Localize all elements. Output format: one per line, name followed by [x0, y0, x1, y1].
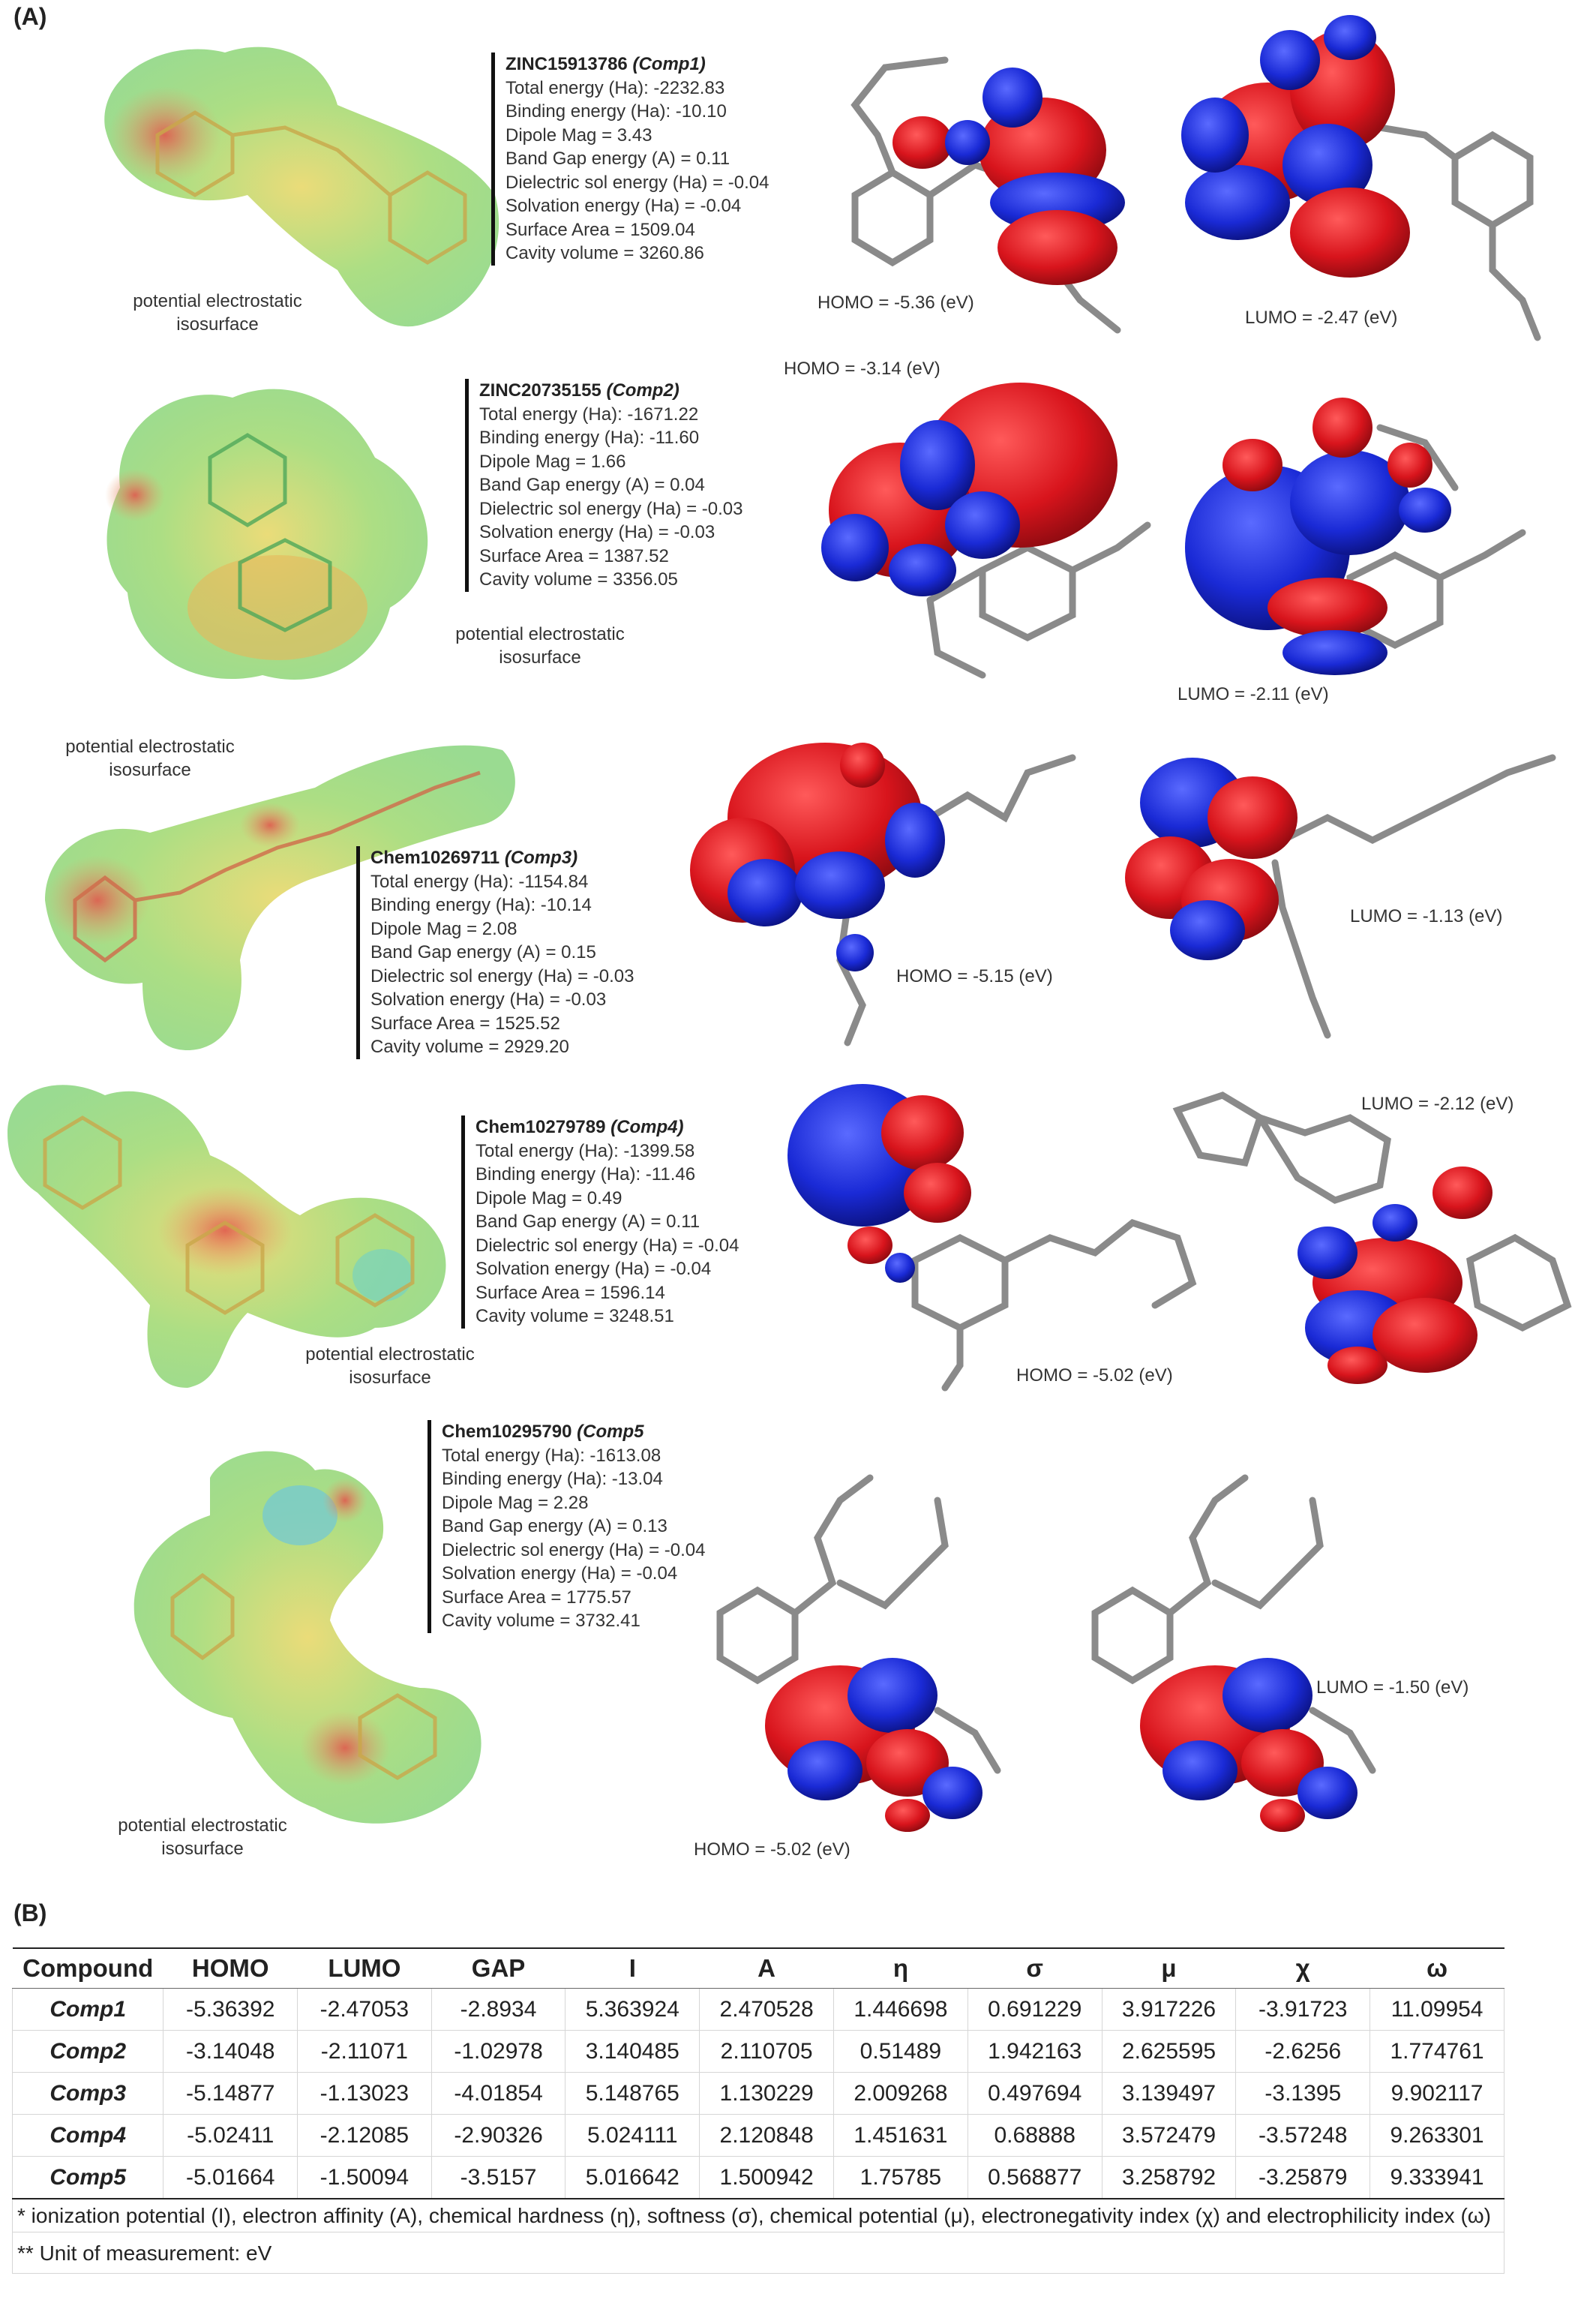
properties-comp3: Chem10269711 (Comp3) Total energy (Ha): …	[356, 846, 634, 1059]
homo-orbital-comp4	[788, 1084, 1197, 1392]
col-electrophilicity: ω	[1370, 1947, 1504, 1989]
compound-id-comp1: ZINC15913786 (Comp1)	[506, 54, 706, 74]
table-header-row: Compound HOMO LUMO GAP I A η σ μ χ ω	[12, 1947, 1504, 1989]
homo-label-comp3: HOMO = -5.15 (eV)	[896, 966, 1053, 986]
lumo-orbital-comp5	[1091, 1474, 1376, 1832]
reactivity-descriptors-table: Compound HOMO LUMO GAP I A η σ μ χ ω Com…	[11, 1947, 1504, 2274]
col-homo: HOMO	[163, 1947, 298, 1989]
homo-orbital-comp5	[716, 1474, 1001, 1832]
properties-comp1: ZINC15913786 (Comp1) Total energy (Ha): …	[491, 53, 769, 266]
compound-id-comp3: Chem10269711 (Comp3)	[370, 848, 578, 868]
lumo-label-comp3: LUMO = -1.13 (eV)	[1350, 906, 1503, 926]
properties-comp2: ZINC20735155 (Comp2) Total energy (Ha): …	[465, 379, 742, 592]
lumo-label-comp1: LUMO = -2.47 (eV)	[1245, 308, 1398, 328]
lumo-orbital-comp2	[1185, 398, 1526, 675]
lumo-orbital-comp1	[1181, 15, 1541, 341]
lumo-label-comp5: LUMO = -1.50 (eV)	[1316, 1677, 1469, 1698]
electrostatic-surface-comp3	[45, 745, 515, 1050]
table-footnote-row: * ionization potential (I), electron aff…	[12, 2198, 1504, 2232]
compound-id-comp5: Chem10295790 (Comp5	[442, 1422, 644, 1442]
properties-comp4: Chem10279789 (Comp4) Total energy (Ha): …	[461, 1115, 739, 1329]
lumo-label-comp4: LUMO = -2.12 (eV)	[1361, 1094, 1514, 1114]
col-chemical-potential: μ	[1102, 1947, 1236, 1989]
col-lumo: LUMO	[297, 1947, 432, 1989]
panel-a-label: (A)	[14, 3, 47, 30]
col-electronegativity: χ	[1235, 1947, 1370, 1989]
homo-orbital-comp1	[850, 56, 1125, 334]
col-softness: σ	[968, 1947, 1102, 1989]
footnote-descriptors: * ionization potential (I), electron aff…	[12, 2198, 1504, 2232]
lumo-orbital-comp4	[1172, 1091, 1572, 1384]
compound-id-comp2: ZINC20735155 (Comp2)	[479, 380, 680, 401]
homo-orbital-comp2	[821, 383, 1151, 679]
homo-orbital-comp3	[690, 743, 1076, 1046]
electrostatic-surface-comp1	[104, 47, 500, 327]
col-ionization: I	[565, 1947, 700, 1989]
lumo-label-comp2: LUMO = -2.11 (eV)	[1178, 684, 1329, 704]
table-footnote-row: ** Unit of measurement: eV	[12, 2232, 1504, 2274]
panel-b-label: (B)	[14, 1899, 47, 1926]
electrostatic-surface-comp4	[8, 1085, 446, 1388]
lumo-orbital-comp3	[1125, 754, 1556, 1039]
homo-label-comp1: HOMO = -5.36 (eV)	[818, 293, 974, 313]
homo-label-comp4: HOMO = -5.02 (eV)	[1016, 1365, 1173, 1386]
col-gap: GAP	[431, 1947, 566, 1989]
compound-id-comp4: Chem10279789 (Comp4)	[476, 1117, 684, 1137]
col-compound: Compound	[12, 1947, 164, 1989]
col-affinity: A	[699, 1947, 834, 1989]
electrostatic-surface-comp2	[105, 389, 428, 680]
col-hardness: η	[833, 1947, 968, 1989]
properties-comp5: Chem10295790 (Comp5 Total energy (Ha): -…	[428, 1420, 705, 1633]
footnote-units: ** Unit of measurement: eV	[12, 2232, 1504, 2274]
electrostatic-surface-comp5	[134, 1451, 482, 1824]
homo-label-comp5: HOMO = -5.02 (eV)	[694, 1839, 850, 1860]
homo-label-comp2: HOMO = -3.14 (eV)	[784, 359, 940, 379]
